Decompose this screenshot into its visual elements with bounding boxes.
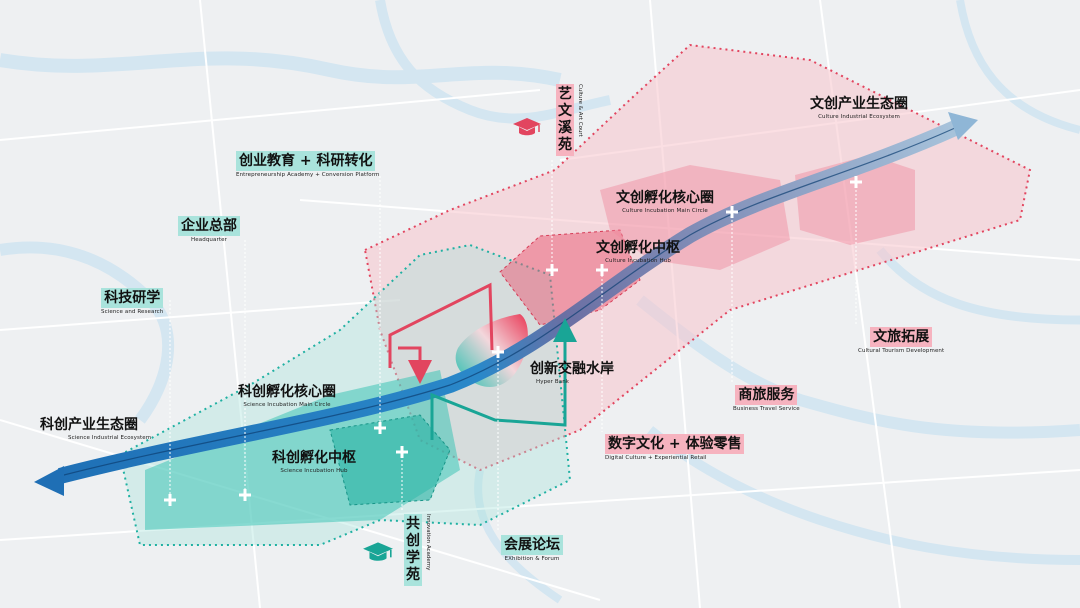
pink-flow-line [388,282,494,368]
label-science-ecosystem: 科创产业生态圈 Science Industrial Ecosystem [40,417,152,441]
label-art-court: 艺文溪苑 [556,84,574,156]
label-cultural-tourism: 文旅拓展 Cultural Tourism Development [858,327,945,354]
label-hyper-bank: 创新交融水岸 Hyper Bank [530,361,614,385]
label-art-court-en: Culture & Art Court [577,84,583,137]
arrow-right-icon [948,112,978,140]
label-culture-main-circle: 文创孵化核心圈 Culture Incubation Main Circle [616,190,714,214]
science-hub-block [329,414,451,506]
label-culture-ecosystem: 文创产业生态圈 Culture Industrial Ecosystem [810,96,908,120]
label-business-travel: 商旅服务 Business Travel Service [733,385,800,412]
label-science-hub: 科创孵化中枢 Science Incubation Hub [272,450,356,474]
culture-zone [363,43,1032,472]
label-entrepreneurship-academy: 创业教育 + 科研转化 Entrepreneurship Academy + C… [236,151,380,178]
label-headquarter: 企业总部 Headquarter [178,215,240,243]
teal-flow-line [430,318,577,440]
graduation-cap-icon [513,118,541,136]
culture-core-block [600,165,790,270]
graduation-cap-icon [363,542,393,561]
label-science-research: 科技研学 Science and Research [101,288,164,315]
arrow-left-icon [34,466,64,496]
label-culture-hub: 文创孵化中枢 Culture Incubation Hub [596,240,680,264]
plus-marker-icon [164,176,862,506]
label-exhibition-forum: 会展论坛 EXhibition & Forum [501,534,563,562]
label-innovation-academy-en: Innovation Academy [425,514,431,571]
label-science-main-circle: 科创孵化核心圈 Science Incubation Main Circle [238,384,336,408]
label-innovation-academy: 共创学苑 [404,514,422,586]
label-digital-culture: 数字文化 + 体验零售 Digital Culture + Experienti… [605,433,745,461]
